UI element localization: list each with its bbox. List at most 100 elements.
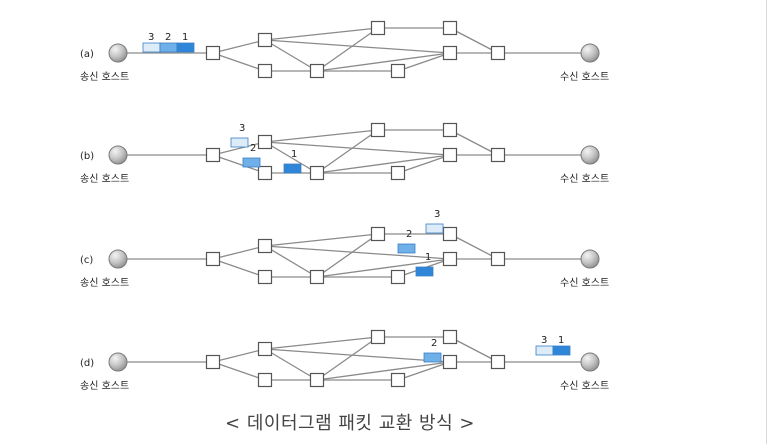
network-link (397, 154, 451, 174)
router-node (205, 147, 221, 163)
router-node (257, 341, 273, 357)
router-node (390, 269, 406, 285)
network-link (212, 141, 266, 156)
router-node (370, 226, 386, 242)
network-link (264, 233, 379, 247)
packet-1 (415, 266, 434, 277)
row-label: (c) (80, 255, 93, 266)
sender-host-icon (108, 249, 128, 269)
packet-2 (159, 42, 178, 53)
receiver-host-label: 수신 호스트 (560, 173, 609, 185)
router-node (257, 165, 273, 181)
router-node (309, 63, 325, 79)
sender-host-label: 송신 호스트 (80, 277, 129, 289)
network-link (316, 336, 379, 381)
packet-1 (176, 42, 195, 53)
sender-host-label: 송신 호스트 (80, 380, 129, 392)
receiver-host-icon (580, 43, 600, 63)
network-link (264, 348, 318, 381)
packet-number-label: 3 (434, 209, 440, 220)
router-node (257, 269, 273, 285)
network-link (264, 141, 451, 156)
receiver-host-icon (580, 249, 600, 269)
router-node (490, 251, 506, 267)
network-link (264, 141, 318, 174)
packet-1 (283, 163, 302, 174)
network-link (212, 154, 266, 174)
network-link (264, 27, 379, 41)
packet-number-label: 3 (148, 32, 154, 43)
packet-2 (242, 157, 261, 168)
receiver-host-label: 수신 호스트 (560, 380, 609, 392)
network-link (316, 129, 379, 174)
router-node (490, 354, 506, 370)
network-link (212, 52, 266, 72)
packet-3 (230, 137, 249, 148)
router-node (442, 45, 458, 61)
packet-3 (535, 345, 554, 356)
network-row-1: (b) 송신 호스트 수신 호스트 32 1 (80, 122, 609, 185)
router-node (257, 238, 273, 254)
packet-1 (552, 345, 571, 356)
network-link (264, 245, 451, 260)
network-link (449, 233, 499, 260)
network-link (449, 27, 499, 54)
row-label: (b) (80, 151, 94, 162)
network-link (212, 39, 266, 54)
sender-host-icon (108, 145, 128, 165)
receiver-host-icon (580, 352, 600, 372)
network-link (212, 348, 266, 363)
packet-2 (397, 243, 416, 254)
network-link (316, 154, 451, 174)
network-link (212, 258, 266, 278)
sender-host-icon (108, 43, 128, 63)
router-node (205, 45, 221, 61)
network-link (316, 233, 379, 278)
router-node (442, 329, 458, 345)
sender-host-icon (108, 352, 128, 372)
router-node (370, 329, 386, 345)
router-node (390, 63, 406, 79)
network-link (397, 52, 451, 72)
router-node (257, 372, 273, 388)
row-label: (a) (80, 49, 94, 60)
router-node (442, 20, 458, 36)
router-node (257, 134, 273, 150)
network-link (264, 348, 451, 363)
router-node (390, 372, 406, 388)
sender-host-label: 송신 호스트 (80, 71, 129, 83)
packet-number-label: 1 (425, 252, 431, 263)
network-link (449, 129, 499, 156)
network-link (212, 245, 266, 260)
network-link (449, 336, 499, 363)
network-link (264, 39, 451, 54)
router-node (309, 372, 325, 388)
router-node (442, 226, 458, 242)
router-node (205, 251, 221, 267)
figure-caption: < 데이터그램 패킷 교환 방식 > (225, 413, 475, 434)
network-link (264, 245, 318, 278)
packet-number-label: 2 (431, 338, 437, 349)
router-node (309, 165, 325, 181)
router-node (309, 269, 325, 285)
sender-host-label: 송신 호스트 (80, 173, 129, 185)
packet-number-label: 2 (250, 143, 256, 154)
network-link (264, 39, 318, 72)
network-link (316, 27, 379, 72)
router-node (257, 63, 273, 79)
router-node (490, 147, 506, 163)
packet-number-label: 1 (182, 32, 188, 43)
router-node (442, 147, 458, 163)
packet-number-label: 1 (291, 149, 297, 160)
packet-number-label: 3 (239, 123, 245, 134)
network-link (264, 129, 379, 143)
router-node (442, 122, 458, 138)
router-node (442, 251, 458, 267)
router-node (390, 165, 406, 181)
router-node (370, 122, 386, 138)
receiver-host-icon (580, 145, 600, 165)
row-label: (d) (80, 358, 94, 369)
router-node (370, 20, 386, 36)
